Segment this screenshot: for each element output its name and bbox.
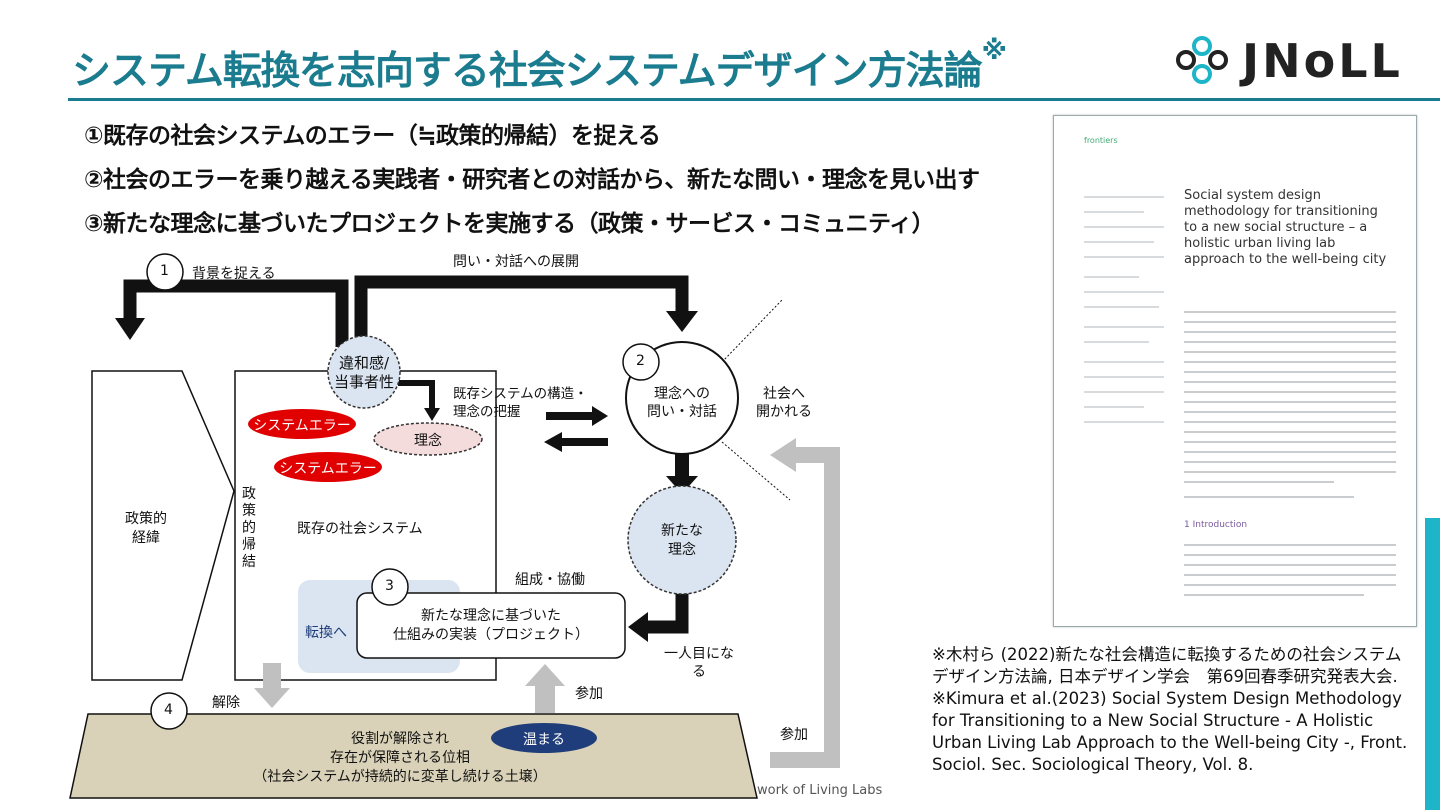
rinen-label: 理念 <box>414 433 442 449</box>
participate-arrow-head <box>525 664 565 686</box>
policy-history-label: 政策的 経緯 <box>125 511 167 546</box>
step-4-number: 4 <box>164 702 173 718</box>
soil-label: 役割が解除され 存在が保障される位相 （社会システムが持続的に変革し続ける土壌） <box>253 731 547 785</box>
release-arrow-rect <box>263 663 281 691</box>
system-error-2-label: システムエラー <box>279 461 377 477</box>
formation-label: 組成・協働 <box>515 572 585 588</box>
step-3-badge <box>371 568 409 606</box>
rinen-shape <box>373 422 483 456</box>
arrow-step1-line <box>123 279 349 347</box>
policy-result-label: 政 策 的 帰 結 <box>242 486 256 570</box>
logo-mark-icon <box>1176 36 1228 84</box>
participate-label-1: 参加 <box>575 686 603 702</box>
step-2-number: 2 <box>636 353 645 369</box>
dotted-line-upper <box>721 299 783 363</box>
atatamaru-label: 温まる <box>523 732 565 748</box>
citation-text: ※木村ら (2022)新たな社会構造に転換するための社会システムデザイン方法論,… <box>932 645 1408 774</box>
bullet-3: ③新たな理念に基づいたプロジェクトを実施する（政策・サービス・コミュニティ） <box>84 211 935 237</box>
arrow-step1-head <box>115 318 145 340</box>
project-label: 新たな理念に基づいた 仕組みの実装（プロジェクト） <box>393 608 589 643</box>
new-rinen-label: 新たな 理念 <box>661 523 703 558</box>
journal-name: frontiers <box>1084 136 1118 145</box>
transition-label: 転換へ <box>305 625 347 641</box>
step-1-number: 1 <box>160 263 169 279</box>
return-arrow-head <box>770 438 796 472</box>
dialogue-label: 理念への 問い・対話 <box>647 386 717 420</box>
top-arrow-label: 問い・対話への展開 <box>453 254 579 270</box>
bullet-1: ①既存の社会システムのエラー（≒政策的帰結）を捉える <box>84 123 661 149</box>
arrow-to-rinen-line <box>398 380 435 410</box>
release-arrow-head <box>254 688 290 708</box>
arrow-to-project-head <box>628 612 648 642</box>
watermark-text: work of Living Labs <box>757 783 883 798</box>
step-1-label: 背景を捉える <box>192 266 276 282</box>
paper-title: Social system design methodology for tra… <box>1184 188 1387 267</box>
arrow-to-rinen-head <box>424 408 440 421</box>
exchange-arrow-left-head <box>544 432 562 452</box>
policy-history-shape <box>91 370 235 681</box>
accent-bar <box>1425 518 1440 810</box>
system-error-1-shape <box>248 409 356 439</box>
participate-arrow-rect <box>535 683 555 713</box>
system-error-1-label: システムエラー <box>253 418 351 434</box>
system-error-2-shape <box>274 452 382 482</box>
logo-text: JNoLL <box>1242 34 1403 88</box>
new-rinen-circle <box>627 485 737 595</box>
paper-section-heading: 1 Introduction <box>1184 520 1248 530</box>
existing-system-label: 既存の社会システム <box>297 521 423 537</box>
arrow-top-line <box>354 275 689 347</box>
paper-thumbnail: frontiers Social system design methodolo… <box>1053 115 1417 627</box>
arrow-top-head <box>666 311 698 332</box>
dotted-line-lower <box>721 441 791 501</box>
page-title: システム転換を志向する社会システムデザイン方法論※ <box>72 36 1007 94</box>
step-1-badge <box>146 253 184 291</box>
step-4-badge <box>150 692 188 730</box>
step-2-badge <box>622 343 660 381</box>
existing-structure-label: 既存システムの構造・ 理念の把握 <box>453 386 588 420</box>
iwakan-circle <box>327 335 401 409</box>
first-person-label: 一人目にな る <box>664 646 734 680</box>
arrow-down-head <box>666 476 698 494</box>
bullet-2: ②社会のエラーを乗り越える実践者・研究者との対話から、新たな問い・理念を見い出す <box>84 167 980 193</box>
jnoll-logo: JNoLL <box>1172 32 1434 90</box>
return-arrow-line <box>770 447 840 768</box>
project-box <box>356 592 626 659</box>
title-underline <box>68 98 1440 101</box>
release-label: 解除 <box>212 695 240 711</box>
exchange-arrow-right-head <box>592 406 608 426</box>
step-3-number: 3 <box>385 578 394 594</box>
participate-label-2: 参加 <box>780 727 808 743</box>
atatamaru-shape <box>491 723 597 753</box>
open-to-society-label: 社会へ 開かれる <box>756 386 812 420</box>
iwakan-label: 違和感/ 当事者性 <box>333 354 394 391</box>
arrow-down-rect <box>675 449 689 479</box>
